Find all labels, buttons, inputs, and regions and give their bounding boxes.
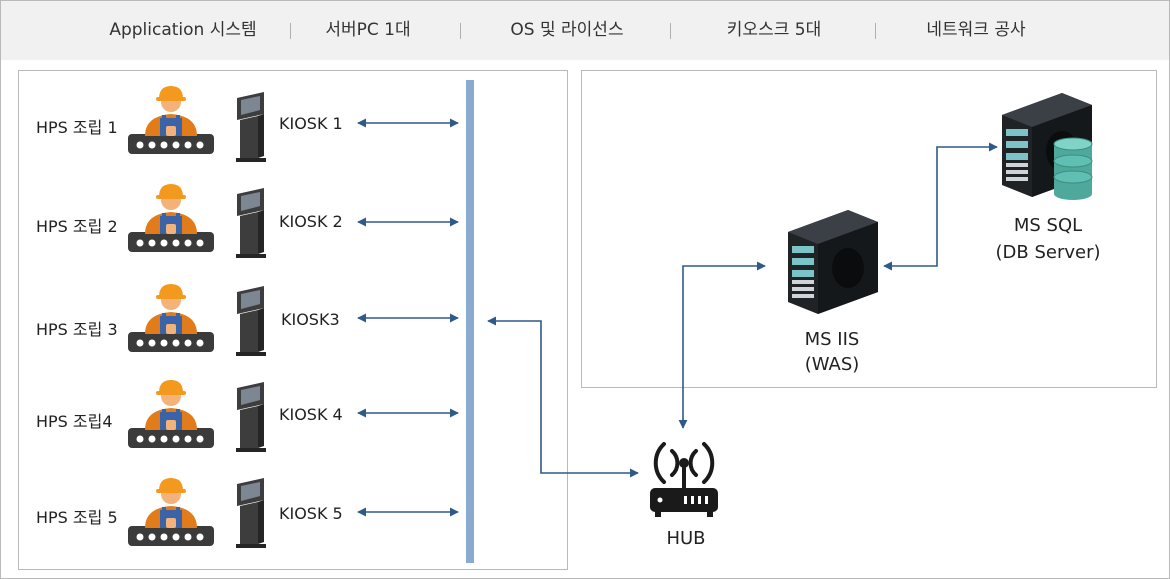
worker-on-conveyor-icon <box>128 284 214 352</box>
kiosk-icon <box>236 286 266 356</box>
database-icon <box>1053 137 1093 200</box>
worker-on-conveyor-icon <box>128 478 214 546</box>
station-label: HPS 조립 1 <box>36 118 118 137</box>
station-label: HPS 조립 3 <box>36 320 118 339</box>
kiosk-label: KIOSK 1 <box>279 114 343 133</box>
router-hub-icon <box>650 442 718 517</box>
station-label: HPS 조립 5 <box>36 508 118 527</box>
db-label-line2: (DB Server) <box>995 242 1100 263</box>
network-bus-bar <box>466 80 474 563</box>
worker-on-conveyor-icon <box>128 380 214 448</box>
kiosk-label: KIOSK 5 <box>279 504 343 523</box>
header-item-server-pc: 서버PC 1대 <box>325 20 411 40</box>
factory-floor-panel <box>18 70 568 570</box>
kiosk-icon <box>236 478 266 548</box>
kiosk-label: KIOSK 4 <box>279 405 343 424</box>
kiosk-icon <box>236 188 266 258</box>
worker-on-conveyor-icon <box>128 86 214 154</box>
was-label-line2: (WAS) <box>805 354 860 375</box>
header-item-kiosk: 키오스크 5대 <box>726 20 822 40</box>
was-label-line1: MS IIS <box>805 329 860 350</box>
header-item-os-license: OS 및 라이선스 <box>510 20 624 40</box>
station-label: HPS 조립4 <box>36 412 113 431</box>
hub-was-connector <box>678 261 766 429</box>
hub-label: HUB <box>666 528 705 549</box>
header-item-application: Application 시스템 <box>109 20 257 40</box>
header-divider <box>670 23 671 39</box>
kiosk-icon <box>236 92 266 162</box>
was-db-connector <box>883 142 998 271</box>
kiosk-icon <box>236 382 266 452</box>
header-bar: Application 시스템 서버PC 1대 OS 및 라이선스 키오스크 5… <box>1 1 1169 60</box>
kiosk-label: KIOSK3 <box>281 310 340 329</box>
header-divider <box>875 23 876 39</box>
db-label-line1: MS SQL <box>1014 215 1082 236</box>
header-item-network: 네트워크 공사 <box>926 20 1026 40</box>
header-divider <box>290 23 291 39</box>
station-label: HPS 조립 2 <box>36 217 118 236</box>
kiosk-label: KIOSK 2 <box>279 212 343 231</box>
worker-on-conveyor-icon <box>128 184 214 252</box>
bus-hub-connector <box>487 316 639 478</box>
header-divider <box>460 23 461 39</box>
server-icon <box>788 210 878 314</box>
